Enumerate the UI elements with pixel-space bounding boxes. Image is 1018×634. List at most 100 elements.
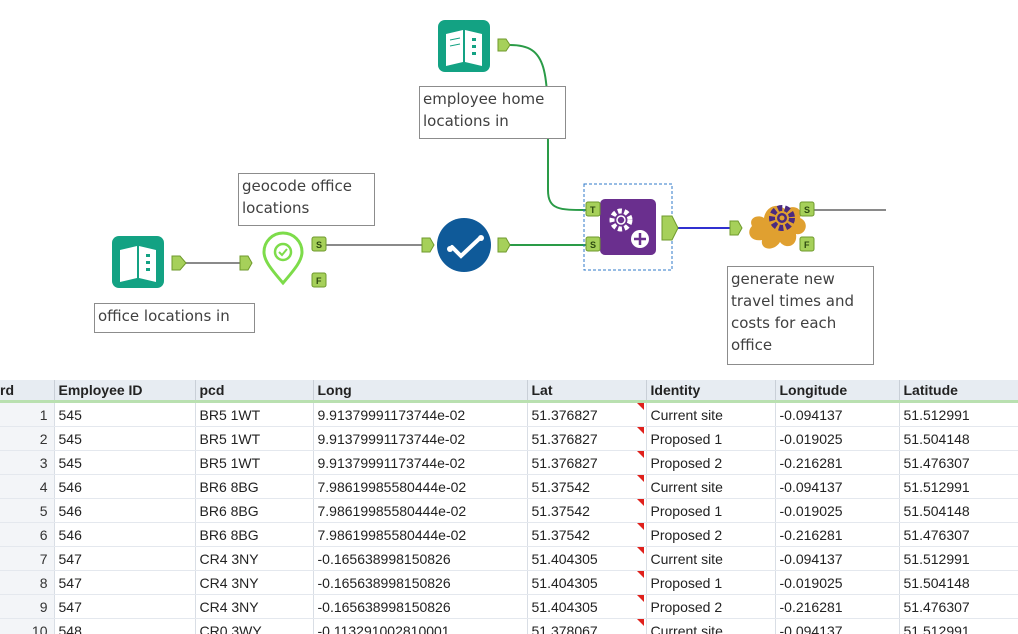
table-cell[interactable]: -0.019025 — [775, 570, 900, 595]
column-header-lat[interactable]: Lat — [527, 380, 647, 403]
table-cell[interactable]: -0.019025 — [775, 426, 900, 451]
employee-home-annotation[interactable]: employee home locations in — [419, 86, 566, 139]
table-cell[interactable]: 546 — [54, 498, 196, 523]
table-cell[interactable]: 51.37542 — [527, 474, 647, 499]
table-cell[interactable]: 51.512991 — [899, 618, 1018, 634]
column-header-record[interactable]: rd — [0, 380, 55, 403]
table-cell[interactable]: 51.512991 — [899, 546, 1018, 571]
table-cell[interactable]: Proposed 2 — [646, 522, 776, 547]
table-cell[interactable]: 51.376827 — [527, 450, 647, 475]
macro-input-anchor[interactable] — [729, 220, 743, 236]
table-cell[interactable]: Proposed 2 — [646, 594, 776, 619]
spatial-tool[interactable] — [600, 199, 656, 255]
column-header-latitude[interactable]: Latitude — [899, 380, 1018, 403]
table-cell[interactable]: BR6 8BG — [195, 522, 314, 547]
table-cell[interactable]: 9.91379991173744e-02 — [313, 426, 528, 451]
table-cell[interactable]: 547 — [54, 594, 196, 619]
row-number-cell[interactable]: 9 — [0, 594, 55, 619]
table-cell[interactable]: Proposed 1 — [646, 498, 776, 523]
employee-output-anchor[interactable] — [497, 38, 511, 52]
row-number-cell[interactable]: 4 — [0, 474, 55, 499]
workflow-canvas[interactable]: S F T S S F employee home locations in g… — [0, 0, 1018, 380]
table-cell[interactable]: -0.165638998150826 — [313, 594, 528, 619]
table-cell[interactable]: -0.216281 — [775, 594, 900, 619]
validator-tool[interactable] — [437, 218, 491, 272]
table-cell[interactable]: 546 — [54, 522, 196, 547]
table-cell[interactable]: -0.094137 — [775, 401, 900, 427]
table-cell[interactable]: 51.376827 — [527, 401, 647, 427]
table-cell[interactable]: BR6 8BG — [195, 474, 314, 499]
geocode-input-anchor[interactable] — [239, 255, 253, 271]
geocode-annotation[interactable]: geocode office locations — [238, 173, 375, 226]
table-cell[interactable]: BR5 1WT — [195, 450, 314, 475]
office-locations-annotation[interactable]: office locations in — [94, 303, 255, 333]
table-cell[interactable]: BR5 1WT — [195, 426, 314, 451]
table-cell[interactable]: -0.216281 — [775, 450, 900, 475]
validator-output-anchor[interactable] — [497, 237, 511, 253]
table-cell[interactable]: 547 — [54, 546, 196, 571]
table-cell[interactable]: 51.476307 — [899, 450, 1018, 475]
table-cell[interactable]: 51.37542 — [527, 498, 647, 523]
table-cell[interactable]: 51.476307 — [899, 522, 1018, 547]
table-cell[interactable]: 7.98619985580444e-02 — [313, 498, 528, 523]
macro-tool[interactable] — [749, 205, 806, 249]
table-cell[interactable]: CR0 3WY — [195, 618, 314, 634]
table-cell[interactable]: Proposed 1 — [646, 570, 776, 595]
table-cell[interactable]: Proposed 1 — [646, 426, 776, 451]
column-header-pcd[interactable]: pcd — [195, 380, 314, 403]
table-cell[interactable]: 545 — [54, 426, 196, 451]
table-cell[interactable]: -0.113291002810001 — [313, 618, 528, 634]
table-cell[interactable]: 548 — [54, 618, 196, 634]
row-number-cell[interactable]: 3 — [0, 450, 55, 475]
table-cell[interactable]: 7.98619985580444e-02 — [313, 522, 528, 547]
table-cell[interactable]: Proposed 2 — [646, 450, 776, 475]
row-number-cell[interactable]: 10 — [0, 618, 55, 634]
table-cell[interactable]: 51.404305 — [527, 594, 647, 619]
employee-input-tool[interactable] — [438, 20, 490, 72]
table-cell[interactable]: BR5 1WT — [195, 401, 314, 427]
table-cell[interactable]: 51.404305 — [527, 546, 647, 571]
row-number-cell[interactable]: 5 — [0, 498, 55, 523]
table-cell[interactable]: 51.512991 — [899, 401, 1018, 427]
connection-employee-to-spatial[interactable] — [509, 44, 587, 211]
office-input-tool[interactable] — [112, 236, 164, 288]
table-cell[interactable]: -0.094137 — [775, 546, 900, 571]
table-cell[interactable]: Current site — [646, 474, 776, 499]
table-cell[interactable]: CR4 3NY — [195, 570, 314, 595]
geocode-tool[interactable] — [262, 231, 304, 286]
table-cell[interactable]: CR4 3NY — [195, 546, 314, 571]
row-number-cell[interactable]: 1 — [0, 401, 55, 427]
generate-annotation[interactable]: generate new travel times and costs for … — [727, 266, 874, 365]
table-cell[interactable]: -0.165638998150826 — [313, 546, 528, 571]
row-number-cell[interactable]: 8 — [0, 570, 55, 595]
table-cell[interactable]: 545 — [54, 401, 196, 427]
row-number-cell[interactable]: 7 — [0, 546, 55, 571]
table-cell[interactable]: 7.98619985580444e-02 — [313, 474, 528, 499]
column-header-longitude[interactable]: Longitude — [775, 380, 900, 403]
table-cell[interactable]: 9.91379991173744e-02 — [313, 401, 528, 427]
table-cell[interactable]: 51.376827 — [527, 426, 647, 451]
table-cell[interactable]: 51.512991 — [899, 474, 1018, 499]
validator-input-anchor[interactable] — [421, 237, 435, 253]
table-cell[interactable]: 9.91379991173744e-02 — [313, 450, 528, 475]
column-header-long[interactable]: Long — [313, 380, 528, 403]
table-cell[interactable]: 51.378067 — [527, 618, 647, 634]
table-cell[interactable]: 51.404305 — [527, 570, 647, 595]
table-cell[interactable]: 546 — [54, 474, 196, 499]
table-cell[interactable]: -0.216281 — [775, 522, 900, 547]
table-cell[interactable]: -0.094137 — [775, 618, 900, 634]
table-cell[interactable]: -0.019025 — [775, 498, 900, 523]
table-cell[interactable]: 51.504148 — [899, 498, 1018, 523]
column-header-employee-id[interactable]: Employee ID — [54, 380, 196, 403]
table-cell[interactable]: -0.165638998150826 — [313, 570, 528, 595]
table-cell[interactable]: BR6 8BG — [195, 498, 314, 523]
